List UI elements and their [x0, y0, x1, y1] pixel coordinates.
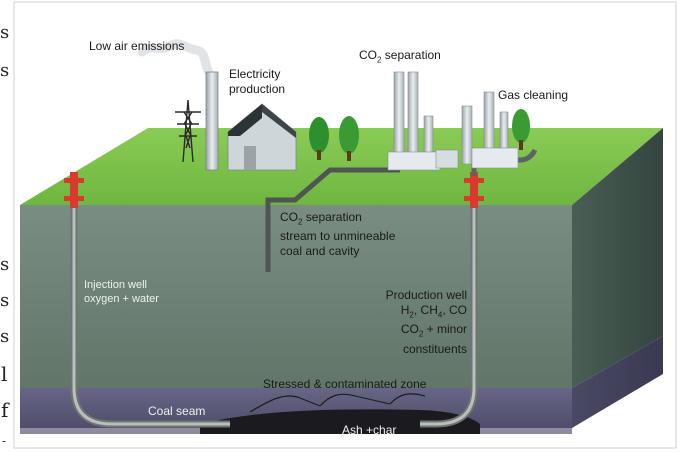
margin-fragment: f [1, 398, 9, 422]
ash-char-cavity [200, 409, 480, 434]
label-co2-separation-stream: CO2 separation stream to unmineable coal… [280, 210, 395, 259]
label-stressed-zone: Stressed & contaminated zone [263, 377, 427, 391]
label-line: constituents [402, 341, 467, 356]
label-co2-separation: CO2 separation [359, 48, 441, 67]
tree-icon [309, 117, 329, 160]
label-injection-well: Injection well oxygen + water [84, 278, 159, 306]
power-plant-building-icon [227, 103, 297, 171]
label-line: oxygen + water [84, 293, 159, 305]
label-line: coal and cavity [280, 244, 360, 259]
stress-crack [299, 395, 391, 407]
label-part: CO [359, 48, 377, 62]
injection-well-pipe-highlight [72, 190, 230, 426]
label-line: Electricity [229, 67, 281, 81]
label-coal-seam: Coal seam [148, 404, 206, 418]
tree-icon [339, 116, 359, 161]
label-line: production [229, 82, 286, 96]
label-line: Production well [385, 288, 467, 302]
gas-cleaning-plant-icon [461, 91, 519, 169]
margin-fragment: s [0, 60, 10, 81]
power-pylon-icon [175, 99, 201, 163]
label-line: CO2 + minor [400, 322, 467, 339]
production-well-pipe-highlight [420, 190, 476, 426]
margin-fragment: l [1, 362, 8, 386]
coal-seam-side [572, 336, 663, 428]
label-line: stream to unmineable [280, 229, 396, 244]
label-part: separation [381, 48, 441, 62]
margin-fragment: - [2, 434, 7, 448]
earth-side [572, 128, 663, 388]
co2-separation-plant-icon [387, 71, 459, 171]
margin-fragment: s [0, 22, 10, 43]
co2-stream-pipe [265, 167, 400, 272]
label-ash-char: Ash +char [342, 423, 397, 437]
label-production-well: Production well H2, CH4, CO CO2 + minor … [365, 288, 467, 357]
injection-valve-icon [64, 172, 84, 208]
chimney-icon [205, 71, 219, 171]
margin-fragment: s [0, 326, 10, 347]
margin-fragment: s [0, 254, 10, 275]
margin-fragment: s [0, 290, 10, 311]
emission-plume [137, 39, 217, 83]
label-gas-cleaning: Gas cleaning [498, 88, 569, 102]
label-electricity-production: Electricity production [229, 67, 285, 97]
tree-icon [512, 109, 530, 150]
stress-crack [249, 393, 426, 413]
label-low-air-emissions: Low air emissions [89, 39, 185, 53]
label-line: CO2 separation [280, 210, 362, 227]
earth-front [20, 205, 572, 388]
label-line: H2, CH4, CO [400, 303, 467, 320]
label-line: Injection well [84, 279, 147, 291]
production-valve-icon [464, 172, 484, 208]
label-sub: 2 [377, 55, 382, 65]
